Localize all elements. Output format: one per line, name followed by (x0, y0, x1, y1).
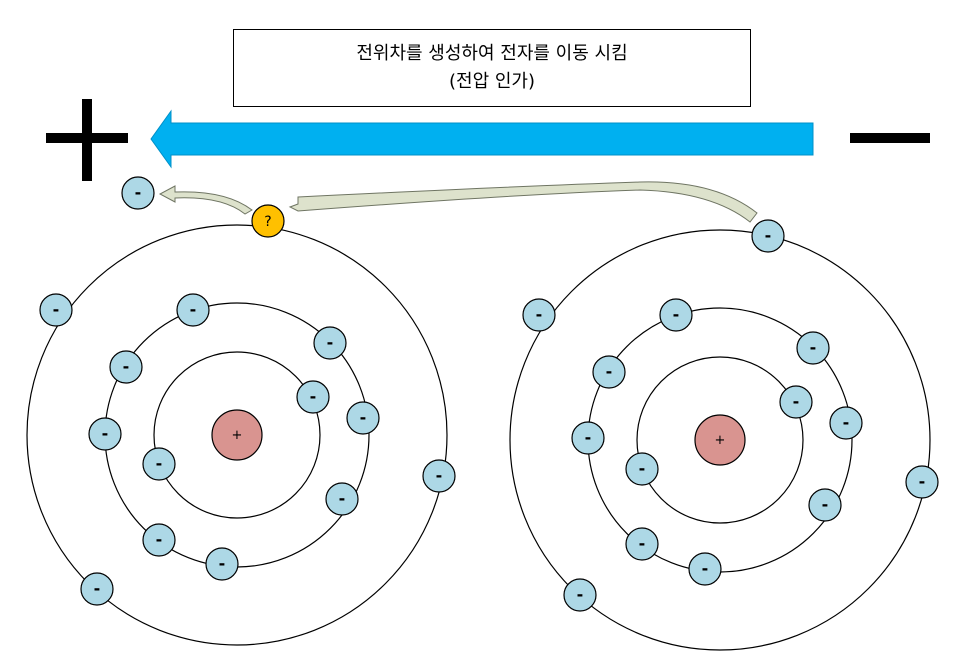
electron-label: - (156, 454, 163, 473)
electron: - (751, 219, 785, 253)
electron-label: - (190, 300, 197, 319)
electron: - (205, 547, 239, 581)
electron: - (625, 452, 659, 486)
electron-label: - (360, 408, 367, 427)
electron-label: - (919, 472, 926, 491)
electron-label: - (53, 300, 60, 319)
electron: - (88, 417, 122, 451)
electron: - (296, 380, 330, 414)
electron: - (688, 552, 722, 586)
electron-label: - (536, 305, 543, 324)
electron: - (522, 298, 556, 332)
electron-label: - (702, 559, 709, 578)
electron-label: - (810, 338, 817, 357)
electron-label: - (327, 333, 334, 352)
electron-label: - (606, 362, 613, 381)
electron: - (563, 578, 597, 612)
electron-label: - (102, 424, 109, 443)
right-atom-nucleus: + (694, 414, 746, 466)
electron-label: - (219, 554, 226, 573)
electron: - (625, 527, 659, 561)
electron-label: - (310, 387, 317, 406)
caption-line-1: 전위차를 생성하여 전자를 이동 시킴 (356, 43, 628, 64)
right-atom-outer-orbit (509, 229, 931, 651)
electron-label: - (793, 392, 800, 411)
negative-terminal-sign (850, 133, 930, 143)
electron-label: - (135, 183, 142, 202)
electron-label: - (156, 530, 163, 549)
electron: - (905, 465, 939, 499)
electron: - (571, 421, 605, 455)
electron-transfer-arrow-left (158, 185, 253, 215)
caption-box: 전위차를 생성하여 전자를 이동 시킴 (전압 인가) (233, 29, 751, 107)
electron-label: - (843, 413, 850, 432)
caption-line-2: (전압 인가) (448, 71, 535, 92)
left-atom-nucleus: + (211, 409, 263, 461)
electron: - (142, 523, 176, 557)
electron: - (829, 406, 863, 440)
electron: - (142, 447, 176, 481)
electron: - (39, 293, 73, 327)
electron-label: - (765, 226, 772, 245)
electron: - (176, 293, 210, 327)
unknown-particle: ? (251, 204, 285, 238)
left-atom-inner-orbit (153, 351, 321, 519)
electron: - (109, 350, 143, 384)
electron: - (422, 459, 456, 493)
electron-label: - (94, 579, 101, 598)
electron-label: - (673, 305, 680, 324)
electron: - (346, 401, 380, 435)
electron-label: - (339, 489, 346, 508)
electron-label: - (822, 495, 829, 514)
electron: - (808, 488, 842, 522)
electron-label: - (585, 428, 592, 447)
electron-transfer-arrow-right (288, 181, 758, 223)
electron: - (779, 385, 813, 419)
right-atom-inner-orbit (636, 356, 804, 524)
free-electron: - (121, 176, 155, 210)
voltage-direction-arrow (150, 109, 814, 169)
svg-text:+: + (715, 433, 726, 448)
electron: - (80, 572, 114, 606)
electron: - (659, 298, 693, 332)
electron-label: - (639, 534, 646, 553)
electron: - (592, 355, 626, 389)
electron-label: - (639, 459, 646, 478)
left-atom-outer-orbit (26, 224, 448, 646)
electron-label: - (436, 466, 443, 485)
electron-label: - (577, 585, 584, 604)
electron: - (796, 331, 830, 365)
electron-label: - (123, 357, 130, 376)
svg-text:+: + (232, 428, 243, 443)
electron: - (325, 482, 359, 516)
electron: - (313, 326, 347, 360)
svg-text:?: ? (264, 214, 271, 230)
positive-terminal-sign (46, 99, 128, 181)
